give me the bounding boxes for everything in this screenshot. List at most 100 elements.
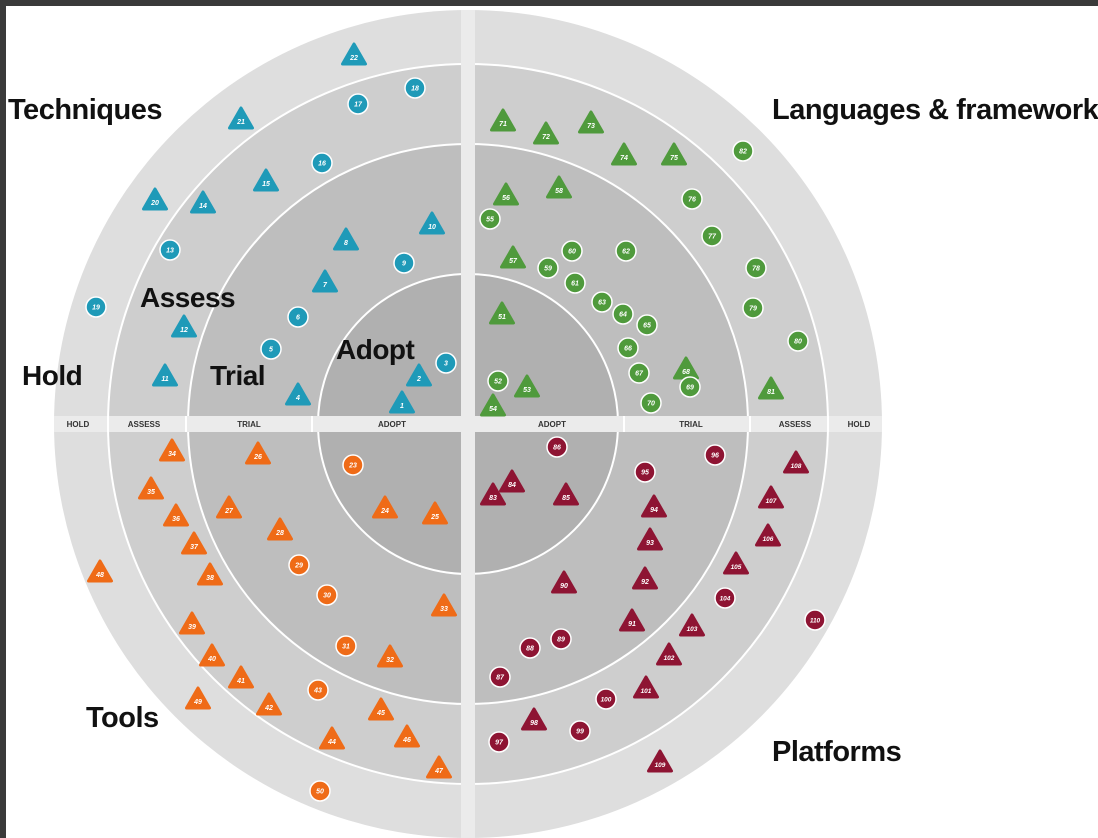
blip-67[interactable]: 67 — [628, 362, 650, 384]
blip-16[interactable]: 16 — [311, 152, 333, 174]
blip-88[interactable]: 88 — [519, 637, 541, 659]
blip-26[interactable]: 26 — [245, 441, 271, 465]
blip-22[interactable]: 22 — [341, 42, 367, 66]
blip-86[interactable]: 86 — [546, 436, 568, 458]
blip-15[interactable]: 15 — [253, 168, 279, 192]
blip-29[interactable]: 29 — [288, 554, 310, 576]
blip-101[interactable]: 101 — [633, 675, 659, 699]
blip-14[interactable]: 14 — [190, 190, 216, 214]
blip-40[interactable]: 40 — [199, 643, 225, 667]
blip-110[interactable]: 110 — [804, 609, 826, 631]
blip-24[interactable]: 24 — [372, 495, 398, 519]
blip-75[interactable]: 75 — [661, 142, 687, 166]
blip-2[interactable]: 2 — [406, 363, 432, 387]
blip-54[interactable]: 54 — [480, 393, 506, 417]
blip-44[interactable]: 44 — [319, 726, 345, 750]
blip-96[interactable]: 96 — [704, 444, 726, 466]
blip-17[interactable]: 17 — [347, 93, 369, 115]
blip-1[interactable]: 1 — [389, 390, 415, 414]
blip-73[interactable]: 73 — [578, 110, 604, 134]
blip-57[interactable]: 57 — [500, 245, 526, 269]
blip-109[interactable]: 109 — [647, 749, 673, 773]
blip-32[interactable]: 32 — [377, 644, 403, 668]
blip-30[interactable]: 30 — [316, 584, 338, 606]
blip-50[interactable]: 50 — [309, 780, 331, 802]
blip-93[interactable]: 93 — [637, 527, 663, 551]
blip-97[interactable]: 97 — [488, 731, 510, 753]
blip-52[interactable]: 52 — [487, 370, 509, 392]
blip-65[interactable]: 65 — [636, 314, 658, 336]
blip-87[interactable]: 87 — [489, 666, 511, 688]
blip-7[interactable]: 7 — [312, 269, 338, 293]
blip-25[interactable]: 25 — [422, 501, 448, 525]
blip-107[interactable]: 107 — [758, 485, 784, 509]
blip-82[interactable]: 82 — [732, 140, 754, 162]
blip-51[interactable]: 51 — [489, 301, 515, 325]
blip-89[interactable]: 89 — [550, 628, 572, 650]
blip-60[interactable]: 60 — [561, 240, 583, 262]
blip-103[interactable]: 103 — [679, 613, 705, 637]
blip-98[interactable]: 98 — [521, 707, 547, 731]
blip-38[interactable]: 38 — [197, 562, 223, 586]
blip-102[interactable]: 102 — [656, 642, 682, 666]
blip-69[interactable]: 69 — [679, 376, 701, 398]
blip-4[interactable]: 4 — [285, 382, 311, 406]
blip-94[interactable]: 94 — [641, 494, 667, 518]
blip-48[interactable]: 48 — [87, 559, 113, 583]
blip-43[interactable]: 43 — [307, 679, 329, 701]
blip-81[interactable]: 81 — [758, 376, 784, 400]
blip-31[interactable]: 31 — [335, 635, 357, 657]
blip-62[interactable]: 62 — [615, 240, 637, 262]
blip-49[interactable]: 49 — [185, 686, 211, 710]
blip-53[interactable]: 53 — [514, 374, 540, 398]
blip-56[interactable]: 56 — [493, 182, 519, 206]
blip-85[interactable]: 85 — [553, 482, 579, 506]
blip-104[interactable]: 104 — [714, 587, 736, 609]
blip-47[interactable]: 47 — [426, 755, 452, 779]
blip-59[interactable]: 59 — [537, 257, 559, 279]
blip-64[interactable]: 64 — [612, 303, 634, 325]
blip-46[interactable]: 46 — [394, 724, 420, 748]
blip-72[interactable]: 72 — [533, 121, 559, 145]
blip-78[interactable]: 78 — [745, 257, 767, 279]
blip-91[interactable]: 91 — [619, 608, 645, 632]
blip-79[interactable]: 79 — [742, 297, 764, 319]
blip-74[interactable]: 74 — [611, 142, 637, 166]
blip-77[interactable]: 77 — [701, 225, 723, 247]
blip-108[interactable]: 108 — [783, 450, 809, 474]
blip-28[interactable]: 28 — [267, 517, 293, 541]
blip-63[interactable]: 63 — [591, 291, 613, 313]
blip-84[interactable]: 84 — [499, 469, 525, 493]
blip-18[interactable]: 18 — [404, 77, 426, 99]
blip-27[interactable]: 27 — [216, 495, 242, 519]
blip-99[interactable]: 99 — [569, 720, 591, 742]
blip-23[interactable]: 23 — [342, 454, 364, 476]
blip-66[interactable]: 66 — [617, 337, 639, 359]
blip-39[interactable]: 39 — [179, 611, 205, 635]
blip-11[interactable]: 11 — [152, 363, 178, 387]
blip-33[interactable]: 33 — [431, 593, 457, 617]
blip-3[interactable]: 3 — [435, 352, 457, 374]
blip-55[interactable]: 55 — [479, 208, 501, 230]
blip-100[interactable]: 100 — [595, 688, 617, 710]
blip-41[interactable]: 41 — [228, 665, 254, 689]
blip-106[interactable]: 106 — [755, 523, 781, 547]
blip-6[interactable]: 6 — [287, 306, 309, 328]
blip-61[interactable]: 61 — [564, 272, 586, 294]
blip-76[interactable]: 76 — [681, 188, 703, 210]
blip-58[interactable]: 58 — [546, 175, 572, 199]
blip-95[interactable]: 95 — [634, 461, 656, 483]
blip-21[interactable]: 21 — [228, 106, 254, 130]
blip-71[interactable]: 71 — [490, 108, 516, 132]
blip-19[interactable]: 19 — [85, 296, 107, 318]
blip-36[interactable]: 36 — [163, 503, 189, 527]
blip-80[interactable]: 80 — [787, 330, 809, 352]
blip-20[interactable]: 20 — [142, 187, 168, 211]
blip-10[interactable]: 10 — [419, 211, 445, 235]
blip-45[interactable]: 45 — [368, 697, 394, 721]
blip-83[interactable]: 83 — [480, 482, 506, 506]
blip-13[interactable]: 13 — [159, 239, 181, 261]
blip-9[interactable]: 9 — [393, 252, 415, 274]
blip-70[interactable]: 70 — [640, 392, 662, 414]
blip-5[interactable]: 5 — [260, 338, 282, 360]
